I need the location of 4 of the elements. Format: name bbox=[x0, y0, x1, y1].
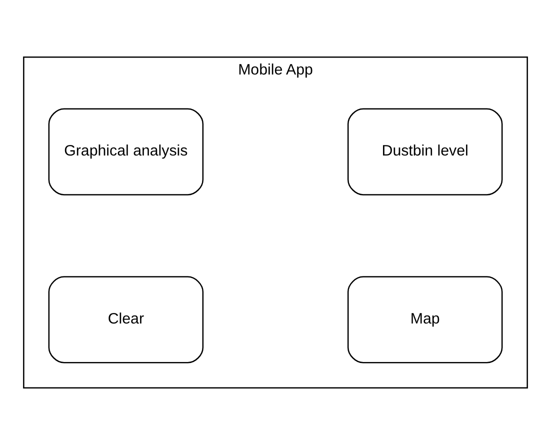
node-box: Clear bbox=[48, 276, 204, 364]
node-box: Map bbox=[347, 276, 503, 364]
node-box: Graphical analysis bbox=[48, 108, 204, 196]
node-box: Dustbin level bbox=[347, 108, 503, 196]
